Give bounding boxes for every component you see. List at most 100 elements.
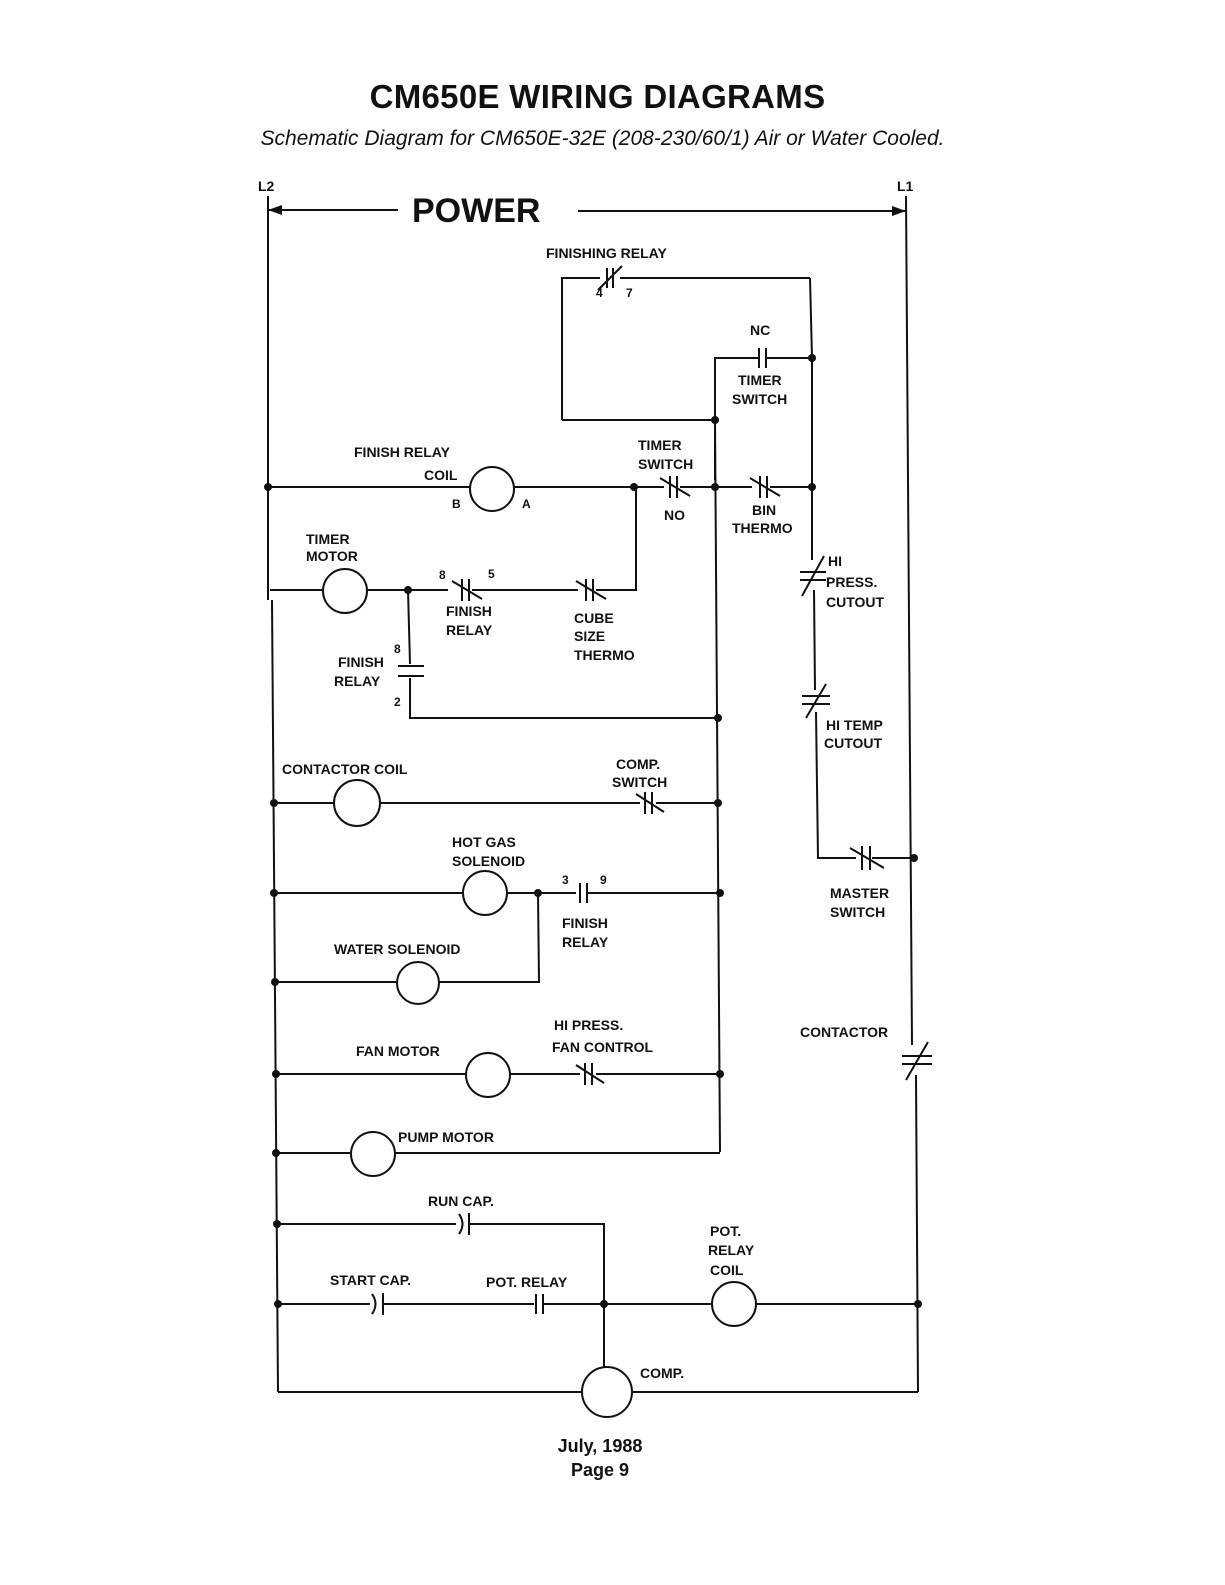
contactor-coil-label: CONTACTOR COIL [282,761,408,777]
fr82-bottom-wire [409,678,718,719]
finishing-relay-contact [597,265,623,291]
fr82-pin-8: 8 [394,642,401,656]
l2-label: L2 [258,178,275,194]
node-dot [910,854,918,862]
no-timer-switch-contact [659,476,691,498]
power-arrow-left-head [268,205,282,215]
run-cap-right-wire [469,1223,605,1304]
finishing-relay-label: FINISHING RELAY [546,245,667,261]
hi-press-fan-label-2: FAN CONTROL [552,1039,654,1055]
timer-motor-label-2: MOTOR [306,548,358,564]
node-dot [716,889,724,897]
comp-switch-label-1: COMP. [616,756,660,772]
hi-press-fan-control-contact [575,1063,605,1085]
start-cap-symbol [371,1293,384,1315]
power-label: POWER [412,192,540,230]
page-title: CM650E WIRING DIAGRAMS [369,78,826,115]
nc-timer-switch-label-2: SWITCH [732,391,787,407]
comp-switch-contact [635,792,665,814]
fr82-contact [398,665,424,677]
node-dot [271,978,279,986]
cube-size-thermo-right-wire [596,487,637,591]
finishing-relay-pin-7: 7 [626,286,633,300]
right-column-lower [815,711,856,859]
run-cap-symbol [458,1213,470,1235]
finish-relay-coil-label-2: COIL [424,467,458,483]
fr85-contact [451,579,483,601]
node-dot [716,1070,724,1078]
fr85-label-1: FINISH [446,603,492,619]
finishing-relay-pin-4: 4 [596,286,603,300]
l2-rail-lower [271,599,279,1393]
node-dot [914,1300,922,1308]
master-switch-label-2: SWITCH [830,904,885,920]
fr82-label-1: FINISH [338,654,384,670]
fr39-label-2: RELAY [562,934,609,950]
page-subtitle: Schematic Diagram for CM650E-32E (208-23… [260,127,945,150]
pot-relay-coil-label-1: POT. [710,1223,741,1239]
pot-relay-coil-label-2: RELAY [708,1242,755,1258]
finish-relay-coil [469,466,515,512]
fr82-top-wire [407,589,411,665]
no-label: NO [664,507,685,523]
no-timer-switch-label-2: SWITCH [638,456,693,472]
coil-pin-a: A [522,497,531,511]
node-dot [270,889,278,897]
finishing-relay-right-drop [809,277,813,359]
hot-gas-label-2: SOLENOID [452,853,525,869]
cube-size-label-2: SIZE [574,628,605,644]
fr85-label-2: RELAY [446,622,493,638]
comp-switch-label-2: SWITCH [612,774,667,790]
cube-size-label-3: THERMO [574,647,635,663]
node-dot [714,714,722,722]
nc-timer-switch-contact [758,348,767,368]
fr82-pin-2: 2 [394,695,401,709]
water-solenoid [396,961,440,1005]
cube-size-thermo-contact [575,579,607,601]
fr39-pin-3: 3 [562,873,569,887]
contactor-coil [333,779,381,827]
contactor-contact [902,1041,932,1081]
node-dot [714,799,722,807]
node-dot [273,1220,281,1228]
timer-motor-label-1: TIMER [306,531,350,547]
node-dot [264,483,272,491]
hot-gas-label-1: HOT GAS [452,834,516,850]
pot-relay-contact [535,1294,544,1314]
cube-size-label-1: CUBE [574,610,614,626]
bin-thermo-contact [749,476,781,498]
hi-press-fan-label-1: HI PRESS. [554,1017,623,1033]
hi-press-cutout-contact [800,555,826,597]
start-cap-label: START CAP. [330,1272,411,1288]
nc-timer-switch-label-1: TIMER [738,372,782,388]
compressor-motor [581,1366,633,1418]
node-dot [272,1149,280,1157]
water-solenoid-right-wire [439,892,541,983]
bin-thermo-label-2: THERMO [732,520,793,536]
run-cap-label: RUN CAP. [428,1193,494,1209]
fr39-pin-9: 9 [600,873,607,887]
footer-page: Page 9 [570,1460,630,1480]
pot-relay-label: POT. RELAY [486,1274,568,1290]
comp-label: COMP. [640,1365,684,1381]
right-column-middle [813,589,816,691]
pot-relay-coil [711,1281,757,1327]
pump-motor-label: PUMP MOTOR [398,1129,494,1145]
contactor-label: CONTACTOR [800,1024,888,1040]
coil-pin-b: B [452,497,461,511]
center-column-wire [714,419,721,1153]
fr39-label-1: FINISH [562,915,608,931]
nc-label: NC [750,322,770,338]
timer-motor [322,568,368,614]
finishing-relay-loop-left [561,277,600,420]
power-arrow-right-head [892,206,906,216]
hi-temp-label-2: CUTOUT [824,735,883,751]
master-switch-label-1: MASTER [830,885,889,901]
l1-rail-upper [905,195,913,1046]
l1-label: L1 [897,178,914,194]
bin-thermo-label-1: BIN [752,502,776,518]
hi-press-label-3: CUTOUT [826,594,885,610]
hot-gas-solenoid [462,870,508,916]
